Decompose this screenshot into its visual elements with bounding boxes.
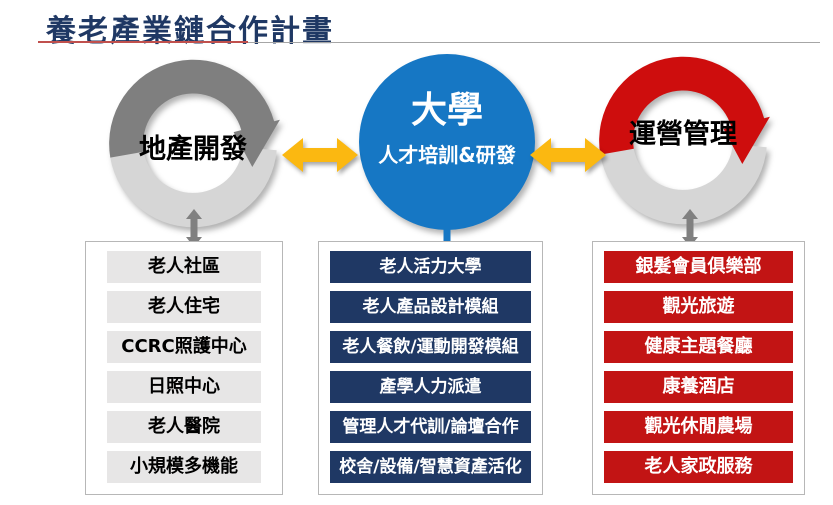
horizontal-double-arrow-icon	[530, 138, 606, 172]
university-sublabel: 人才培訓&研發	[378, 143, 516, 167]
list-item: 小規模多機能	[107, 451, 261, 483]
university-circle-icon	[359, 54, 535, 230]
list-item: CCRC照護中心	[107, 331, 261, 363]
operations-label: 運營管理	[629, 119, 737, 150]
cycle-arrow-ring-red-icon	[599, 56, 770, 225]
list-item: 老人活力大學	[330, 251, 531, 283]
list-item: 老人醫院	[107, 411, 261, 443]
operations-cycle: 運營管理	[593, 50, 773, 230]
horizontal-double-arrow-icon	[282, 138, 358, 172]
list-item: 老人餐飲/運動開發模組	[330, 331, 531, 363]
list-item: 老人社區	[107, 251, 261, 283]
list-item: 產學人力派遣	[330, 371, 531, 403]
list-item: 老人產品設計模組	[330, 291, 531, 323]
page-title: 養老產業鏈合作計畫	[46, 14, 334, 49]
university-label: 大學	[410, 90, 483, 131]
list-item: 康養酒店	[604, 371, 793, 403]
university-circle: 大學 人才培訓&研發	[358, 53, 536, 231]
operations-panel: 銀髮會員俱樂部 觀光旅遊 健康主題餐廳 康養酒店 觀光休閒農場 老人家政服務	[592, 241, 805, 495]
list-item: 健康主題餐廳	[604, 331, 793, 363]
real-estate-label: 地產開發	[139, 134, 247, 165]
vertical-double-arrow-icon	[186, 209, 202, 247]
list-item: 老人家政服務	[604, 451, 793, 483]
list-item: 觀光旅遊	[604, 291, 793, 323]
list-item: 老人住宅	[107, 291, 261, 323]
list-item: 管理人才代訓/論壇合作	[330, 411, 531, 443]
real-estate-cycle: 地產開發	[103, 53, 283, 233]
list-item: 觀光休閒農場	[604, 411, 793, 443]
list-item: 銀髮會員俱樂部	[604, 251, 793, 283]
list-item: 校舍/設備/智慧資產活化	[330, 451, 531, 483]
cycle-arrow-ring-gray-icon	[109, 59, 280, 228]
title-underline-gray	[248, 42, 820, 43]
vertical-double-arrow-icon	[682, 209, 698, 247]
real-estate-panel: 老人社區 老人住宅 CCRC照護中心 日照中心 老人醫院 小規模多機能	[85, 241, 283, 495]
title-underline-red	[38, 41, 248, 43]
university-panel: 老人活力大學 老人產品設計模組 老人餐飲/運動開發模組 產學人力派遣 管理人才代…	[318, 241, 543, 495]
list-item: 日照中心	[107, 371, 261, 403]
